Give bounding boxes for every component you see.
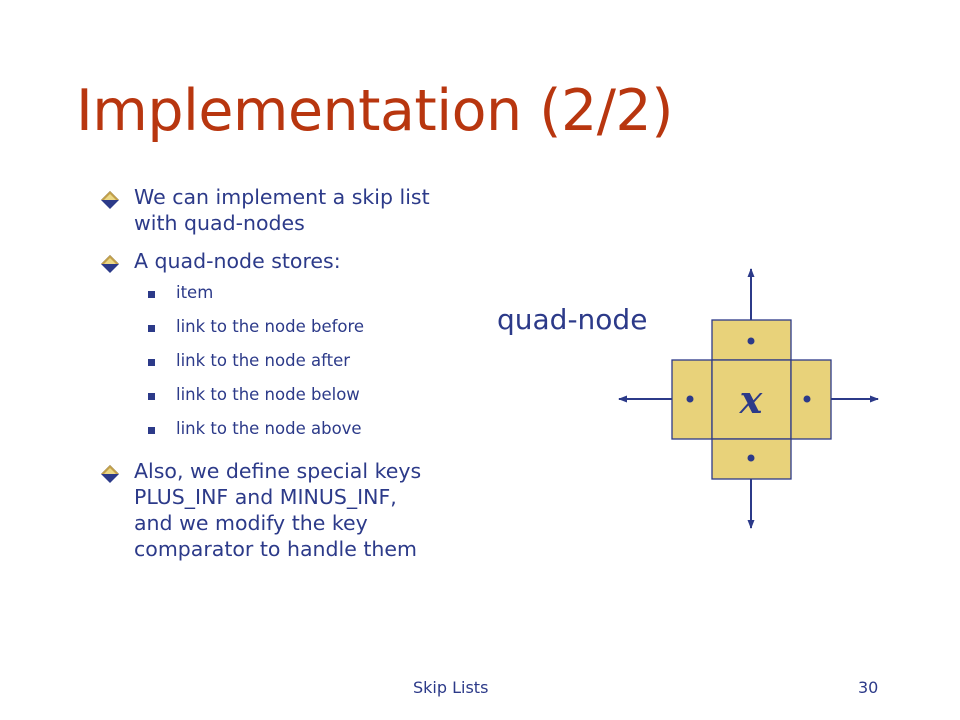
- quad-node-diagram: x: [618, 268, 879, 529]
- bullet-text: A quad-node stores:: [134, 249, 341, 273]
- after-pointer-dot: [803, 395, 811, 403]
- bullet-text: with quad-nodes: [134, 211, 305, 235]
- bullet-text: PLUS_INF and MINUS_INF,: [134, 485, 397, 509]
- diamond-bullet-icon: [101, 191, 119, 209]
- diamond-bullet-icon: [101, 465, 119, 483]
- bullet-item: We can implement a skip list with quad-n…: [100, 184, 500, 236]
- bullet-text: We can implement a skip list: [134, 185, 430, 209]
- bullet-item: A quad-node stores:: [100, 248, 500, 274]
- square-bullet-icon: [148, 393, 155, 400]
- sub-bullet-text: link to the node above: [176, 419, 362, 438]
- after-cell: [790, 359, 832, 440]
- sub-bullet-item: link to the node above: [100, 418, 500, 452]
- sub-bullet-item: link to the node below: [100, 384, 500, 418]
- bullet-list: We can implement a skip list with quad-n…: [100, 184, 500, 574]
- sub-bullet-text: link to the node after: [176, 351, 351, 370]
- sub-bullet-list: item link to the node before link to the…: [100, 282, 500, 452]
- diamond-bullet-icon: [101, 255, 119, 273]
- bullet-text: and we modify the key: [134, 511, 368, 535]
- bullet-text: Also, we define special keys: [134, 459, 422, 483]
- sub-bullet-item: link to the node before: [100, 316, 500, 350]
- square-bullet-icon: [148, 325, 155, 332]
- before-pointer-dot: [686, 395, 694, 403]
- bullet-text: comparator to handle them: [134, 537, 417, 561]
- footer-title: Skip Lists: [413, 678, 489, 697]
- bullet-item: Also, we define special keys PLUS_INF an…: [100, 458, 500, 562]
- item-symbol: x: [739, 377, 764, 422]
- square-bullet-icon: [148, 291, 155, 298]
- sub-bullet-text: link to the node below: [176, 385, 360, 404]
- sub-bullet-text: link to the node before: [176, 317, 365, 336]
- sub-bullet-item: item: [100, 282, 500, 316]
- square-bullet-icon: [148, 427, 155, 434]
- item-cell: [711, 359, 792, 440]
- below-pointer-dot: [747, 454, 755, 462]
- square-bullet-icon: [148, 359, 155, 366]
- sub-bullet-item: link to the node after: [100, 350, 500, 384]
- slide-title: Implementation (2/2): [76, 78, 673, 144]
- above-pointer-dot: [747, 337, 755, 345]
- quad-node-label: quad-node: [497, 303, 648, 336]
- page-number: 30: [858, 678, 879, 697]
- sub-bullet-text: item: [176, 283, 214, 302]
